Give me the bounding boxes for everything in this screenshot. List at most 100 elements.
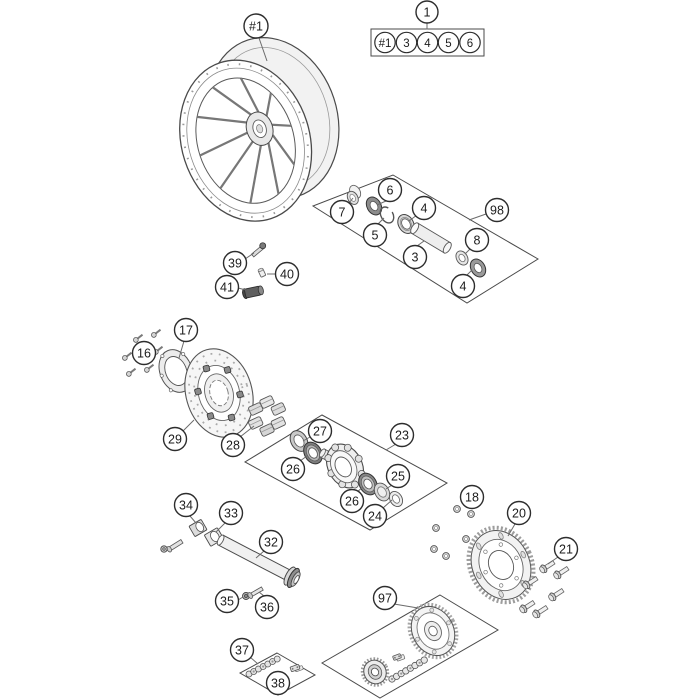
svg-text:5: 5: [372, 229, 379, 243]
callout-4-bottom[interactable]: 4: [450, 273, 476, 299]
svg-text:3: 3: [403, 38, 409, 50]
svg-text:27: 27: [313, 425, 327, 439]
callout-26-left[interactable]: 26: [280, 456, 306, 482]
sprocket-bolt: [519, 599, 536, 614]
svg-text:18: 18: [465, 491, 479, 505]
callout-26-right[interactable]: 26: [339, 488, 365, 514]
snap-ring-part: [379, 206, 395, 224]
svg-text:28: 28: [226, 439, 240, 453]
callout-34[interactable]: 34: [173, 492, 199, 518]
svg-text:24: 24: [368, 510, 382, 524]
svg-text:34: 34: [179, 499, 193, 513]
callout-41[interactable]: 41: [214, 274, 240, 300]
callout-35[interactable]: 35: [214, 588, 240, 614]
disc-bolt: [126, 367, 137, 377]
callout-98[interactable]: 98: [484, 197, 510, 223]
svg-text:21: 21: [559, 543, 573, 557]
legend-item-1[interactable]: #1: [374, 31, 396, 54]
svg-text:20: 20: [512, 507, 526, 521]
callout-16[interactable]: 16: [131, 340, 157, 366]
sprocket-nuts: [430, 505, 475, 560]
callout-29[interactable]: 29: [162, 426, 188, 452]
svg-text:40: 40: [280, 268, 294, 282]
svg-text:35: 35: [220, 595, 234, 609]
callout-97[interactable]: 97: [372, 585, 398, 611]
sprocket-carrier-hub: [319, 443, 366, 489]
callout-4-top[interactable]: 4: [411, 195, 437, 221]
callout-group-1[interactable]: 1: [415, 0, 439, 24]
svg-text:39: 39: [228, 257, 242, 271]
legend-item-2[interactable]: 3: [395, 31, 418, 54]
wheel-spokes: [196, 77, 296, 204]
bearing-part: [469, 258, 487, 278]
callout-23[interactable]: 23: [389, 422, 415, 448]
svg-text:1: 1: [424, 6, 431, 20]
callout-38[interactable]: 38: [265, 670, 291, 696]
kit-rear-sprocket-part: [407, 602, 459, 660]
drive-kit-parts: [360, 602, 459, 687]
hub-bearing-part: [289, 430, 309, 452]
svg-text:5: 5: [445, 38, 451, 50]
callout-25[interactable]: 25: [385, 463, 411, 489]
adjuster-bolt-part: [166, 539, 184, 553]
callout-28[interactable]: 28: [220, 432, 246, 458]
svg-text:29: 29: [168, 433, 182, 447]
callout-36[interactable]: 36: [254, 594, 280, 620]
hub-spacer-part: [388, 491, 404, 507]
callouts: 1 #1 3 4 5 6 #1 98 7 6 5 4 3 8 4 39 40 4…: [131, 0, 579, 696]
legend-item-3[interactable]: 4: [416, 31, 439, 54]
svg-text:6: 6: [387, 184, 394, 198]
callout-18[interactable]: 18: [459, 484, 485, 510]
disc-bolt: [122, 351, 133, 361]
svg-text:23: 23: [395, 429, 409, 443]
sprocket-bolt: [532, 604, 549, 619]
legend-item-4[interactable]: 5: [437, 31, 460, 54]
svg-text:8: 8: [474, 234, 481, 248]
spacer-tube-part: [410, 222, 452, 254]
callout-17[interactable]: 17: [173, 317, 199, 343]
sprocket-nut: [432, 524, 440, 532]
axle-group: [160, 519, 301, 600]
rear-sprocket-group: [430, 505, 570, 619]
callout-39[interactable]: 39: [222, 250, 248, 276]
callout-27[interactable]: 27: [307, 418, 333, 444]
svg-text:#1: #1: [379, 38, 392, 50]
svg-text:4: 4: [424, 38, 431, 50]
svg-text:3: 3: [412, 251, 419, 265]
callout-24[interactable]: 24: [362, 503, 388, 529]
callout-33[interactable]: 33: [218, 500, 244, 526]
sprocket-nut: [442, 552, 450, 560]
callout-20[interactable]: 20: [506, 500, 532, 526]
callout-6[interactable]: 6: [377, 177, 403, 203]
disc-floater-buttons: [194, 364, 244, 422]
callout-wheel[interactable]: #1: [243, 13, 269, 39]
callout-8[interactable]: 8: [464, 227, 490, 253]
bearing-part: [365, 196, 383, 216]
callout-40[interactable]: 40: [274, 261, 300, 287]
legend-item-5[interactable]: 6: [459, 31, 481, 54]
hub-seal-part: [373, 482, 391, 502]
damper-block: [270, 402, 286, 416]
sprocket-bolts: [519, 559, 570, 619]
damper-block: [259, 395, 275, 409]
svg-text:32: 32: [264, 536, 278, 550]
svg-text:17: 17: [179, 324, 193, 338]
rear-sprocket-part: [466, 525, 536, 605]
callout-3[interactable]: 3: [402, 244, 428, 270]
bearing-part: [397, 214, 415, 234]
svg-text:36: 36: [260, 601, 274, 615]
callout-7[interactable]: 7: [329, 199, 355, 225]
disc-bolt: [144, 363, 155, 373]
svg-text:26: 26: [286, 463, 300, 477]
svg-text:41: 41: [220, 281, 234, 295]
hub-bearing-part: [358, 472, 378, 496]
callout-5[interactable]: 5: [362, 222, 388, 248]
callout-37[interactable]: 37: [229, 637, 255, 663]
callout-21[interactable]: 21: [553, 536, 579, 562]
svg-text:4: 4: [460, 280, 467, 294]
callout-32[interactable]: 32: [258, 529, 284, 555]
drive-kit-box: [321, 594, 499, 699]
svg-text:33: 33: [224, 507, 238, 521]
chain-adjuster-left-part: [188, 519, 208, 537]
adjuster-screw-part: [247, 586, 264, 599]
